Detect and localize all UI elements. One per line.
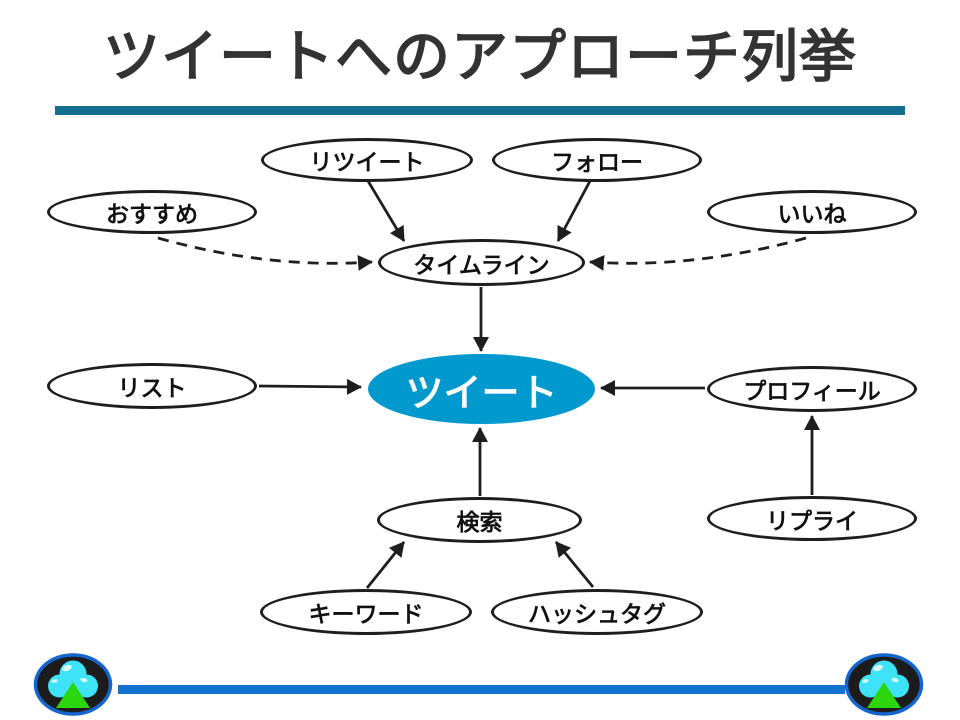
node-recommended-label: おすすめ [106, 201, 198, 227]
node-tweet-label: ツイート [405, 372, 558, 415]
node-recommended: おすすめ [47, 190, 257, 234]
node-hashtag-label: ハッシュタグ [528, 601, 666, 627]
footer-line [118, 685, 845, 694]
node-list-label: リスト [117, 375, 187, 401]
node-timeline-label: タイムライン [413, 251, 550, 278]
node-reply-label: リプライ [766, 507, 858, 534]
title-underline [55, 106, 905, 115]
node-search: 検索 [377, 497, 582, 543]
node-tweet: ツイート [368, 354, 595, 424]
edge-retweet-to-timeline [366, 180, 406, 242]
edge-like-to-timeline [589, 236, 807, 271]
edge-keyword-to-search [365, 541, 406, 589]
node-follow-label: フォロー [551, 149, 643, 175]
node-retweet: リツイート [261, 138, 473, 182]
node-like-label: いいね [777, 201, 847, 227]
edge-follow-to-timeline [556, 180, 592, 242]
slide-title: ツイートへのアプローチ列挙 [103, 25, 857, 89]
edge-list-to-tweet [258, 378, 362, 395]
footer-logo-right cloud-clover-icon [844, 653, 924, 716]
footer-logo-left cloud-clover-icon [33, 653, 113, 716]
edge-recommended-to-timeline [157, 236, 373, 271]
node-hashtag: ハッシュタグ [491, 589, 703, 635]
node-timeline: タイムライン [378, 239, 585, 286]
node-retweet-label: リツイート [309, 149, 425, 175]
node-profile-label: プロフィール [743, 378, 881, 404]
edge-hashtag-to-search [554, 541, 595, 588]
node-list: リスト [47, 363, 257, 409]
node-like: いいね [707, 190, 917, 234]
node-keyword: キーワード [260, 589, 472, 635]
node-follow: フォロー [492, 138, 702, 182]
node-reply: リプライ [707, 496, 917, 541]
node-profile: プロフィール [707, 366, 917, 412]
node-keyword-label: キーワード [308, 601, 424, 627]
node-search-label: 検索 [456, 509, 503, 535]
